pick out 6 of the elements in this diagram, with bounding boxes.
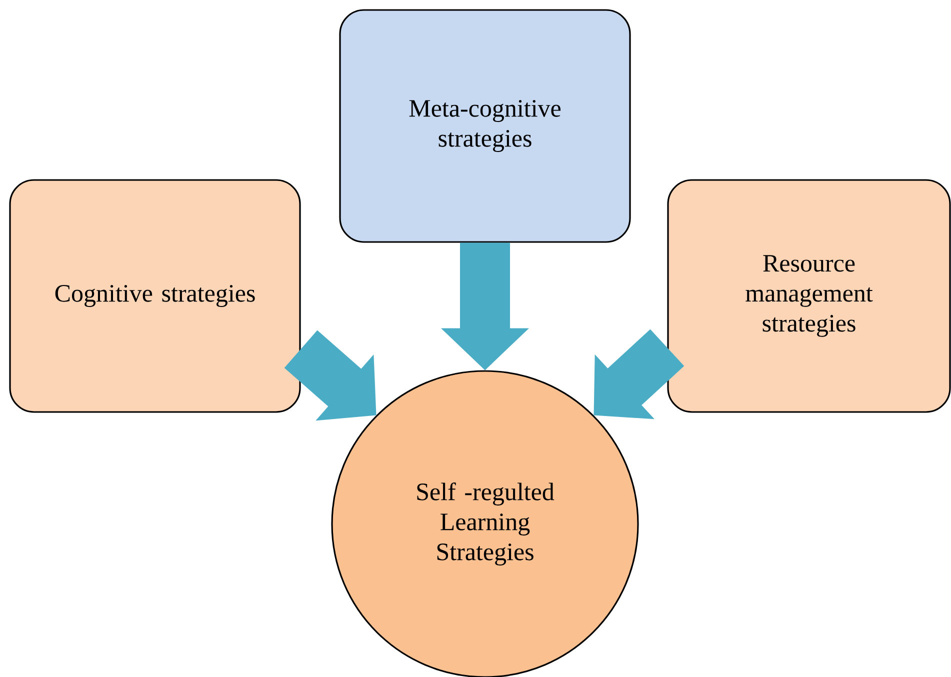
strategy-box: Cognitive strategies — [9, 179, 301, 413]
strategy-box: Meta-cognitive strategies — [339, 9, 631, 243]
block-arrow — [594, 329, 684, 420]
block-arrow — [284, 330, 376, 421]
strategy-box: Resource management strategies — [667, 179, 951, 413]
block-arrow — [441, 242, 529, 370]
